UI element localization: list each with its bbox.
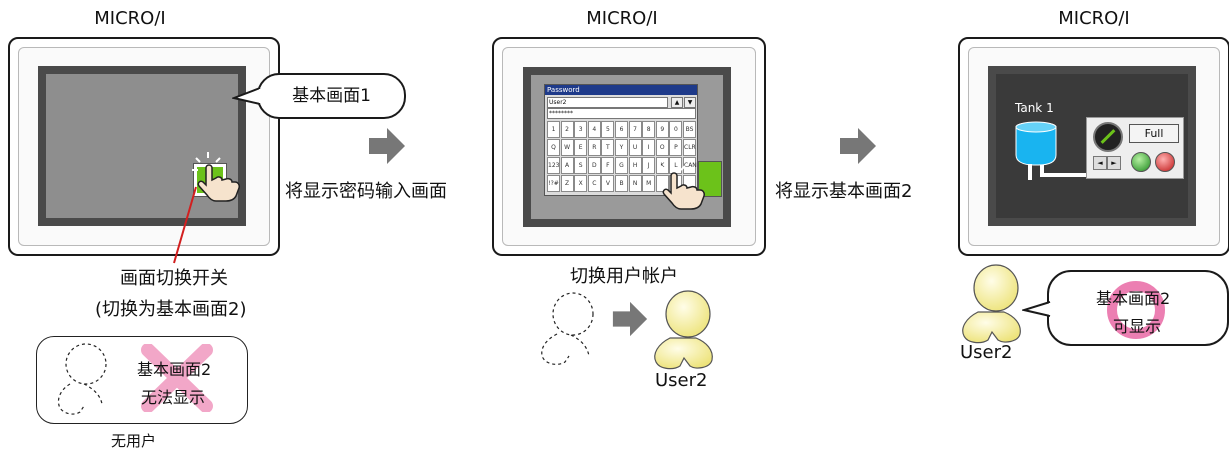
switch-label-line1: 画面切换开关 [120, 268, 228, 289]
keyboard-key[interactable]: F [601, 157, 615, 174]
no-user-caption: 无用户 [111, 432, 157, 450]
no-user-text-line2: 无法显示 [141, 388, 206, 407]
right-arrow-button[interactable]: ► [1107, 156, 1121, 170]
keyboard-key[interactable]: G [615, 157, 628, 174]
switch-leader-line [173, 186, 197, 264]
keyboard-key[interactable]: U [628, 139, 642, 156]
selector-knob[interactable] [1093, 122, 1123, 152]
keyboard-key[interactable]: 5 [601, 121, 615, 138]
device-title-middle: MICRO/I [586, 8, 658, 29]
keyboard-key[interactable]: X [574, 175, 588, 192]
can-display-callout-tail [1022, 301, 1052, 317]
user-switch-label: 切换用户帐户 [570, 266, 678, 287]
keyboard-key[interactable]: N [628, 175, 642, 192]
password-masked-field[interactable]: ******** [547, 108, 696, 119]
keyboard-key[interactable] [655, 175, 669, 192]
keyboard-key[interactable]: M [642, 175, 656, 192]
cannot-display-x-icon [141, 344, 213, 412]
keyboard-key[interactable]: D [587, 157, 601, 174]
keyboard-key[interactable]: 9 [655, 121, 669, 138]
keyboard-key[interactable]: 3 [574, 121, 588, 138]
keyboard-key[interactable]: E [574, 139, 588, 156]
keyboard-key[interactable]: 4 [587, 121, 601, 138]
user2-avatar-icon-right [962, 264, 1021, 344]
keyboard-key[interactable]: T [601, 139, 615, 156]
keyboard-key[interactable]: K [655, 157, 669, 174]
keyboard-key[interactable]: 2 [560, 121, 574, 138]
tank-label: Tank 1 [1015, 101, 1054, 115]
keyboard-key[interactable]: W [560, 139, 574, 156]
keyboard-key[interactable]: A [560, 157, 574, 174]
previous-user-dashed-icon [541, 292, 594, 365]
flow-arrow-2 [840, 128, 876, 164]
keyboard-key[interactable]: 1 [547, 121, 560, 138]
callout-base-screen-1: 基本画面1 [257, 73, 406, 119]
step1-label: 将显示密码输入画面 [285, 181, 447, 202]
full-button-label: Full [1144, 127, 1164, 140]
callout-base-screen-1-text: 基本画面1 [292, 86, 371, 106]
keyboard-key[interactable]: 123 abc [547, 157, 560, 184]
can-display-text-line1: 基本画面2 [1096, 289, 1171, 308]
keyboard-key[interactable]: 7 [628, 121, 642, 138]
device-title-left: MICRO/I [94, 8, 166, 29]
keyboard-key[interactable]: CAN [683, 157, 697, 174]
keyboard-key[interactable]: BS [683, 121, 696, 138]
user2-avatar-icon [654, 290, 713, 370]
can-display-text-line2: 可显示 [1113, 317, 1162, 336]
callout-pointer-tail [232, 87, 262, 105]
keyboard-key[interactable]: C [587, 175, 601, 192]
control-panel: Full ◄ ► [1086, 117, 1184, 179]
user2-label-middle: User2 [655, 370, 708, 391]
keyboard-key[interactable]: B [615, 175, 628, 192]
red-lamp [1155, 152, 1175, 172]
keyboard-key[interactable]: Q [547, 139, 560, 156]
keyboard-key[interactable]: I [642, 139, 656, 156]
selector-knob-indicator [1100, 129, 1116, 144]
device-right: Tank 1 Full ◄ ► [958, 37, 1229, 256]
no-user-text-line1: 基本画面2 [137, 360, 212, 379]
password-up-button[interactable]: ▲ [671, 97, 683, 108]
device-left [8, 37, 280, 256]
keyboard-key[interactable]: Y [615, 139, 628, 156]
keyboard-key[interactable]: S [574, 157, 588, 174]
switch-label-line2: (切换为基本画面2) [95, 299, 247, 320]
keyboard-key[interactable]: R [587, 139, 601, 156]
can-display-circle-icon [1107, 281, 1165, 339]
full-button[interactable]: Full [1129, 124, 1179, 143]
password-user-field[interactable]: User2 [547, 97, 668, 108]
hand-pointer-icon-middle [657, 160, 705, 210]
step2-label: 将显示基本画面2 [775, 181, 913, 202]
flow-arrow-1 [369, 128, 405, 164]
keyboard-key[interactable]: H [628, 157, 642, 174]
password-dialog-title: Password [545, 85, 697, 95]
flow-arrow-user [612, 301, 648, 337]
hand-pointer-icon [192, 152, 240, 202]
left-arrow-button[interactable]: ◄ [1093, 156, 1107, 170]
tank-icon [1015, 121, 1100, 180]
keyboard-key[interactable]: 0 [669, 121, 683, 138]
keyboard-key[interactable]: P [669, 139, 683, 156]
keyboard-key[interactable]: J [642, 157, 656, 174]
keyboard-key[interactable]: 8 [642, 121, 656, 138]
keyboard-key[interactable]: Z [560, 175, 574, 192]
no-user-dashed-icon [57, 343, 107, 415]
user2-label-right: User2 [960, 342, 1013, 363]
green-lamp [1131, 152, 1151, 172]
keyboard-key[interactable]: 6 [615, 121, 628, 138]
keyboard-key[interactable]: CLR [683, 139, 696, 156]
keyboard-key[interactable]: V [601, 175, 615, 192]
keyboard-key[interactable]: O [655, 139, 669, 156]
device-title-right: MICRO/I [1058, 8, 1130, 29]
keyboard-key[interactable]: !?# [547, 175, 560, 192]
password-down-button[interactable]: ▼ [684, 97, 696, 108]
